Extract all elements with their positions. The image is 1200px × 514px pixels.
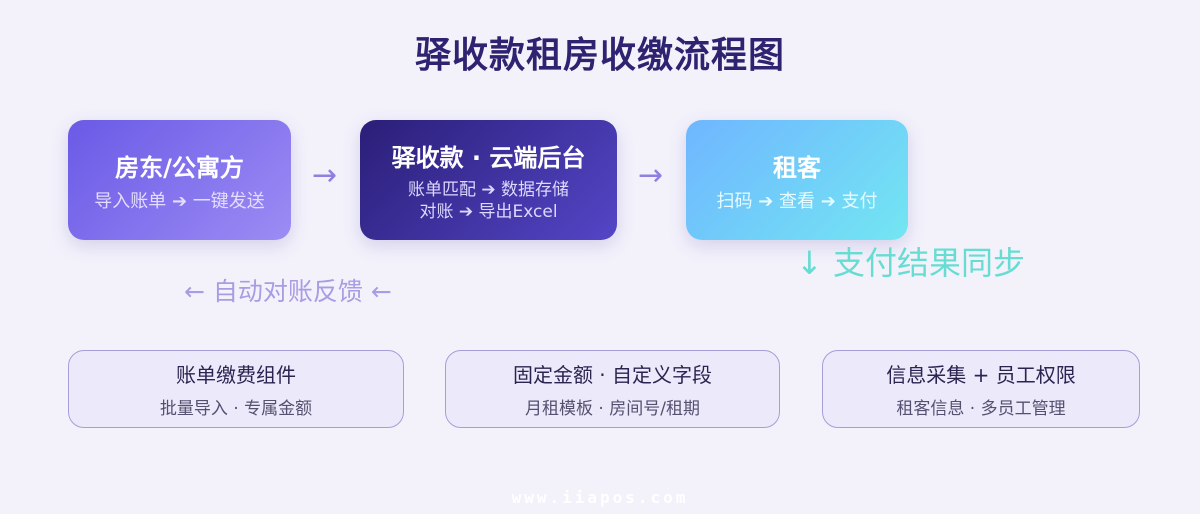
backend-subtitle-line2: 对账 ➔ 导出Excel [419,201,558,222]
feature-card-billing: 账单缴费组件 批量导入 · 专属金额 [68,350,404,428]
feature-card-info-permissions: 信息采集 + 员工权限 租客信息 · 多员工管理 [822,350,1140,428]
feature-card-subtitle: 租客信息 · 多员工管理 [896,399,1066,419]
diagram-title: 驿收款租房收缴流程图 [414,35,785,76]
feature-card-fixed-amount: 固定金额 · 自定义字段 月租模板 · 房间号/租期 [445,350,780,428]
tenant-subtitle: 扫码 ➔ 查看 ➔ 支付 [716,190,878,212]
backend-title: 驿收款 · 云端后台 [391,143,586,172]
watermark: www.iiapos.com [511,488,689,507]
feature-card-subtitle: 批量导入 · 专属金额 [159,399,313,419]
flow-arrow-1: → [312,158,338,193]
payment-sync-label: ↓ 支付结果同步 [796,244,1025,282]
feature-card-title: 固定金额 · 自定义字段 [512,363,713,387]
feature-card-subtitle: 月租模板 · 房间号/租期 [525,399,700,419]
backend-node: 驿收款 · 云端后台 账单匹配 ➔ 数据存储 对账 ➔ 导出Excel [360,120,617,240]
reconciliation-feedback-label: ← 自动对账反馈 ← [184,277,392,306]
landlord-subtitle: 导入账单 ➔ 一键发送 [94,190,265,212]
feature-card-title: 信息采集 + 员工权限 [886,363,1076,387]
tenant-node: 租客 扫码 ➔ 查看 ➔ 支付 [686,120,908,240]
tenant-title: 租客 [773,153,821,182]
landlord-title: 房东/公寓方 [115,153,244,182]
backend-subtitle-line1: 账单匹配 ➔ 数据存储 [407,179,570,200]
landlord-node: 房东/公寓方 导入账单 ➔ 一键发送 [68,120,291,240]
flow-arrow-2: → [638,158,664,193]
feature-card-title: 账单缴费组件 [176,363,296,387]
